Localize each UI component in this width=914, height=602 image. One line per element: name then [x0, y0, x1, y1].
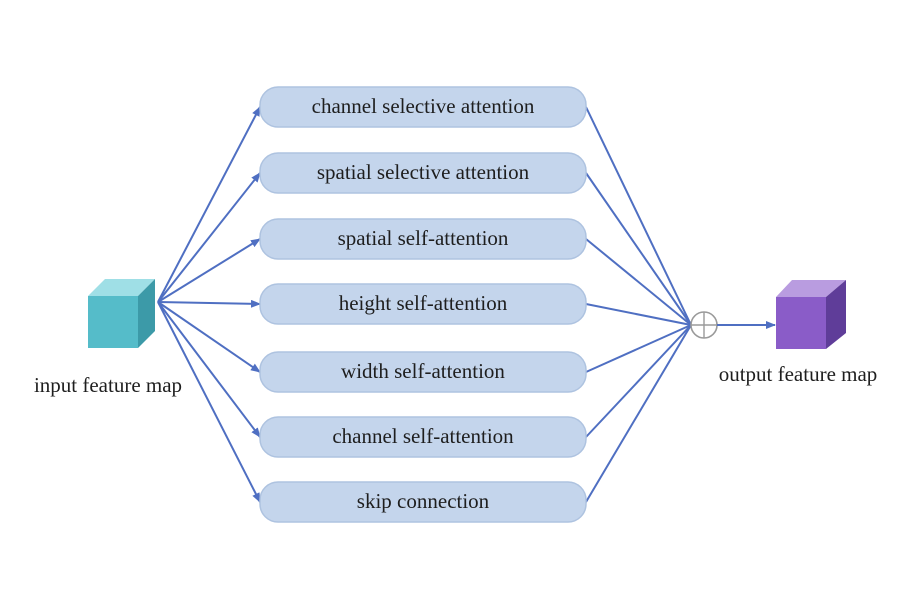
fanin-line-spatial-self-attention — [585, 238, 692, 326]
sum-circle-icon — [690, 311, 718, 339]
branch-box-spatial-selective-attention: spatial selective attention — [259, 152, 587, 194]
fanout-arrow-width-self-attention — [157, 301, 261, 373]
fanout-arrow-channel-self-attention — [157, 301, 261, 438]
fanin-line-channel-self-attention — [585, 324, 692, 438]
branch-boxes: channel selective attention spatial sele… — [259, 86, 587, 523]
fanout-arrow-spatial-selective-attention — [157, 172, 261, 303]
branch-label: spatial selective attention — [317, 160, 530, 184]
branch-box-channel-selective-attention: channel selective attention — [259, 86, 587, 128]
branch-box-skip-connection: skip connection — [259, 481, 587, 523]
output-feature-map-label: output feature map — [719, 362, 878, 386]
output-cube-icon — [776, 280, 846, 349]
fanout-arrow-channel-selective-attention — [157, 106, 261, 303]
branch-label: spatial self-attention — [338, 226, 509, 250]
fanout-arrows — [157, 106, 261, 503]
fanin-line-width-self-attention — [585, 324, 692, 373]
branch-label: channel self-attention — [332, 424, 514, 448]
branch-box-spatial-self-attention: spatial self-attention — [259, 218, 587, 260]
input-feature-map-label: input feature map — [34, 373, 182, 397]
branch-box-width-self-attention: width self-attention — [259, 351, 587, 393]
branch-box-channel-self-attention: channel self-attention — [259, 416, 587, 458]
fanin-lines — [585, 106, 692, 503]
branch-label: height self-attention — [339, 291, 508, 315]
fanout-arrow-height-self-attention — [157, 299, 261, 308]
branch-label: skip connection — [357, 489, 490, 513]
branch-label: width self-attention — [341, 359, 505, 383]
fanin-line-skip-connection — [585, 324, 692, 503]
fanout-arrow-spatial-self-attention — [157, 238, 261, 303]
fanin-line-spatial-selective-attention — [585, 172, 692, 326]
branch-box-height-self-attention: height self-attention — [259, 283, 587, 325]
fanin-line-channel-selective-attention — [585, 106, 692, 326]
fanout-arrow-skip-connection — [157, 301, 261, 503]
fanin-line-height-self-attention — [585, 303, 692, 326]
branch-label: channel selective attention — [312, 94, 535, 118]
input-cube-icon — [88, 279, 155, 348]
